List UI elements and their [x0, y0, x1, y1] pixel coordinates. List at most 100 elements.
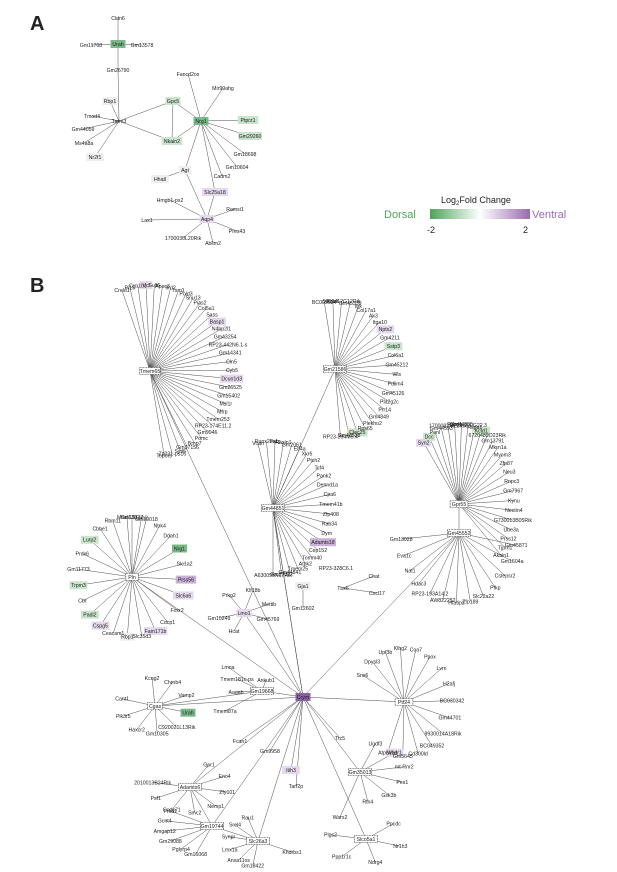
network-edge: [272, 453, 308, 509]
legend-ventral-label: Ventral: [532, 209, 566, 221]
network-edge: [171, 786, 191, 810]
node-label: Gm13028: [390, 537, 413, 543]
network-edge: [458, 500, 514, 505]
network-edge: [151, 678, 156, 707]
node-label: Prkg2: [222, 593, 236, 599]
network-edge: [400, 648, 405, 703]
node-label: Wwtr1: [387, 751, 402, 757]
node-label: Gm44851: [262, 506, 285, 512]
node-label: Gm29260: [239, 134, 262, 140]
node-label: Gm15249: [208, 616, 231, 622]
node-box: [385, 748, 404, 757]
node-label: Cd300ld: [408, 751, 427, 757]
network-edge: [403, 701, 444, 734]
node-label: Pes1: [396, 780, 408, 786]
network-edge: [359, 743, 376, 773]
node-label: Nectin4: [505, 508, 523, 514]
network-edge: [78, 568, 133, 578]
node-label: Slc1a2: [177, 561, 193, 567]
node-label: Prr14: [378, 408, 391, 414]
node-label: Ablim2: [205, 241, 221, 247]
node-label: Gm11768: [80, 43, 103, 49]
node-label: Tcf4: [314, 465, 324, 471]
node-label: Mkrn1a: [489, 445, 506, 451]
node-box: [151, 175, 169, 183]
node-label: Apoc3: [155, 284, 170, 290]
network-edge: [458, 430, 482, 505]
node-label: Trpm3: [71, 583, 86, 589]
node-box: [140, 281, 153, 290]
node-label: Gm44841: [279, 570, 302, 576]
node-label: Foxr2: [170, 608, 183, 614]
node-box: [295, 693, 311, 701]
network-edge: [359, 771, 390, 796]
network-edge: [149, 287, 171, 372]
node-label: Fcan1: [233, 739, 248, 745]
node-label: Prdx6: [76, 551, 90, 557]
node-label: Atp6v1d: [378, 751, 397, 757]
network-edge: [334, 329, 386, 370]
network-edge: [149, 370, 214, 427]
node-label: Plgs2: [324, 833, 337, 839]
node-label: Sulf6: [148, 283, 160, 289]
node-label: Tmem41b: [319, 502, 342, 508]
network-edge: [434, 431, 460, 505]
node-label: Slc35d3: [132, 634, 151, 640]
node-label: Fam171b: [145, 629, 167, 635]
network-edge: [189, 786, 213, 827]
node-label: Ube3a: [503, 528, 518, 534]
node-label: Atpk2: [299, 561, 312, 567]
node-boxes-layer: [69, 40, 491, 845]
network-edge: [272, 507, 291, 573]
network-edge: [99, 528, 133, 578]
node-label: mt-Rnr2: [395, 765, 414, 771]
node-label: Eno4: [219, 774, 231, 780]
node-label: Ugdf3: [368, 742, 382, 748]
node-label: Slc22a22: [473, 594, 495, 600]
network-edge: [272, 507, 282, 575]
network-edge: [334, 368, 394, 394]
node-label: Gm37156: [176, 445, 199, 451]
node-label: Gm45769: [257, 617, 280, 623]
network-edge: [334, 368, 373, 424]
node-label: Gm9946: [198, 430, 218, 436]
hub-node-box: [147, 702, 163, 710]
node-label: N4bp2l1: [212, 327, 231, 333]
network-edge: [149, 370, 202, 439]
node-label: BC005624: [312, 300, 337, 306]
network-edge: [82, 576, 133, 601]
node-label: 1700082M22Rik: [429, 424, 467, 430]
network-edge: [131, 535, 172, 578]
node-label: Chat: [369, 574, 381, 580]
node-label: Gm16068: [184, 852, 207, 858]
node-label: Gm44593: [430, 426, 453, 432]
node-box: [295, 582, 311, 590]
node-label: Cstepsr2: [495, 573, 516, 579]
network-edge: [334, 301, 342, 370]
network-edge: [334, 368, 350, 436]
node-label: BC030342: [440, 699, 465, 705]
node-label: Zfp87: [500, 461, 513, 467]
legend-dorsal-label: Dorsal: [384, 209, 416, 221]
node-label: Agt: [181, 168, 189, 174]
network-edge: [272, 368, 336, 509]
node-box: [376, 325, 395, 334]
network-edge: [272, 507, 324, 543]
network-edge: [458, 532, 506, 576]
node-box: [165, 97, 181, 105]
hub-node-box: [447, 529, 471, 537]
network-edge: [334, 368, 390, 402]
network-edge: [149, 370, 165, 456]
node-label: Smc2: [188, 811, 201, 817]
network-edge: [403, 701, 433, 746]
node-label: Nrg1: [195, 119, 206, 125]
node-label: Gm10604: [226, 165, 249, 171]
network-edge: [131, 517, 142, 578]
node-label: Ppcdc: [386, 821, 401, 827]
node-label: RP23-394M6.4: [323, 435, 358, 441]
network-edge: [149, 370, 226, 405]
node-label: Kctd1: [475, 429, 488, 435]
node-label: Basp1: [210, 319, 225, 325]
network-edge: [272, 441, 276, 509]
node-label: Slc26a3: [249, 839, 268, 845]
